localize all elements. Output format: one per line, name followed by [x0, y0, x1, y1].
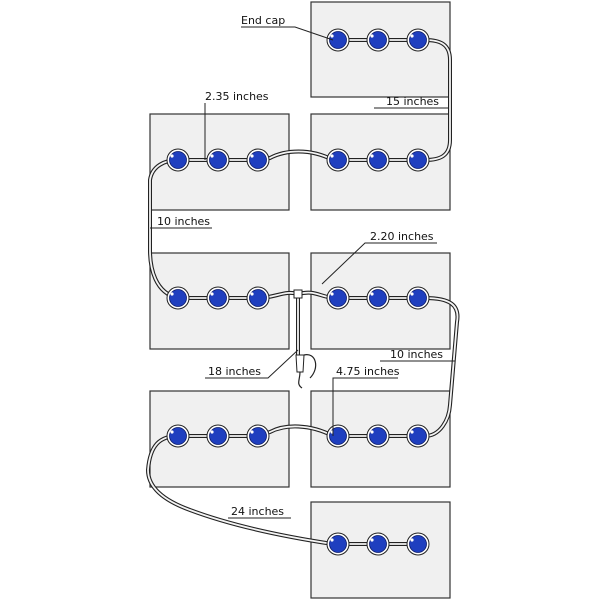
cap-top	[169, 289, 187, 307]
cap-port	[370, 430, 374, 434]
cap-top	[209, 289, 227, 307]
tubing	[146, 38, 460, 546]
cap-port	[330, 154, 334, 158]
cap-top	[169, 151, 187, 169]
cap-1	[326, 28, 350, 52]
cap-21	[406, 424, 430, 448]
cap-top	[209, 427, 227, 445]
cap-10	[166, 286, 190, 310]
cap-port	[250, 154, 254, 158]
coupler-loop	[303, 354, 317, 379]
cap-port	[250, 430, 254, 434]
cap-port	[370, 538, 374, 542]
cap-port	[410, 430, 414, 434]
cap-7	[326, 148, 350, 172]
cap-top	[329, 151, 347, 169]
leader-end-cap	[241, 26, 334, 41]
cap-8	[366, 148, 390, 172]
tee-fitting	[293, 289, 303, 299]
labels: End cap 15 inches 2.35 inches 10 inches …	[157, 14, 443, 518]
cap-top	[409, 289, 427, 307]
cap-12	[246, 286, 270, 310]
cap-port	[410, 538, 414, 542]
cap-14	[366, 286, 390, 310]
cap-9	[406, 148, 430, 172]
cap-top	[409, 31, 427, 49]
cap-top	[409, 427, 427, 445]
label-10-inches-a: 10 inches	[157, 215, 210, 228]
cap-top	[249, 151, 267, 169]
cap-port	[410, 154, 414, 158]
label-10-inches-b: 10 inches	[390, 348, 443, 361]
cap-top	[409, 535, 427, 553]
cap-24	[406, 532, 430, 556]
label-end-cap: End cap	[241, 14, 285, 27]
cap-port	[170, 430, 174, 434]
leader-220	[321, 242, 437, 285]
cap-port	[370, 154, 374, 158]
label-4-75-inches: 4.75 inches	[336, 365, 400, 378]
cap-port	[210, 154, 214, 158]
cap-port	[410, 34, 414, 38]
cap-port	[210, 292, 214, 296]
cap-top	[369, 31, 387, 49]
cap-port	[210, 430, 214, 434]
cap-top	[249, 427, 267, 445]
cap-13	[326, 286, 350, 310]
main-tube-highlight	[147, 39, 459, 545]
cap-port	[330, 538, 334, 542]
cap-11	[206, 286, 230, 310]
label-24-inches: 24 inches	[231, 505, 284, 518]
quick-connect-coupler	[295, 354, 305, 373]
coupler-tip	[298, 371, 303, 389]
label-2-35-inches: 2.35 inches	[205, 90, 269, 103]
cap-top	[169, 427, 187, 445]
cap-19	[326, 424, 350, 448]
cap-top	[329, 427, 347, 445]
cap-top	[369, 289, 387, 307]
label-2-20-inches: 2.20 inches	[370, 230, 434, 243]
cap-port	[410, 292, 414, 296]
leader-475	[332, 377, 398, 436]
watering-caps	[166, 28, 430, 556]
label-18-inches: 18 inches	[208, 365, 261, 378]
cap-top	[209, 151, 227, 169]
cap-17	[206, 424, 230, 448]
cap-2	[366, 28, 390, 52]
cap-port	[370, 34, 374, 38]
cap-top	[329, 289, 347, 307]
cap-20	[366, 424, 390, 448]
cap-top	[329, 535, 347, 553]
cap-3	[406, 28, 430, 52]
cap-port	[370, 292, 374, 296]
cap-22	[326, 532, 350, 556]
cap-15	[406, 286, 430, 310]
cap-23	[366, 532, 390, 556]
label-15-inches: 15 inches	[386, 95, 439, 108]
cap-top	[369, 151, 387, 169]
cap-top	[329, 31, 347, 49]
cap-port	[330, 34, 334, 38]
cap-port	[330, 292, 334, 296]
cap-18	[246, 424, 270, 448]
cap-top	[409, 151, 427, 169]
cap-16	[166, 424, 190, 448]
leader-lines	[150, 26, 455, 519]
cap-top	[249, 289, 267, 307]
cap-top	[369, 535, 387, 553]
cap-6	[246, 148, 270, 172]
cap-4	[166, 148, 190, 172]
cap-top	[369, 427, 387, 445]
leader-18	[205, 349, 299, 379]
cap-port	[170, 154, 174, 158]
cap-port	[170, 292, 174, 296]
cap-5	[206, 148, 230, 172]
cap-port	[250, 292, 254, 296]
